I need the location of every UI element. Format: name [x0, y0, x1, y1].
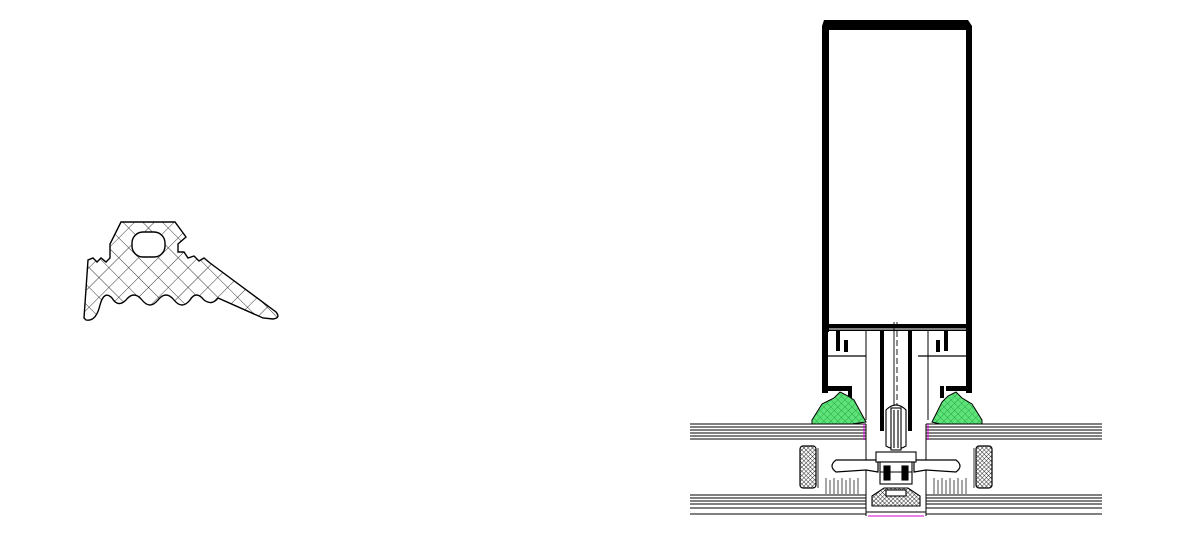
curtain-wall-mullion-section: [690, 20, 1102, 517]
gasket-profile: [83, 221, 279, 321]
glazing-left: [690, 423, 866, 515]
pressure-clip-arm: [831, 459, 879, 473]
gasket-hollow-core: [131, 231, 166, 258]
left-spacer-bar: [799, 445, 817, 489]
right-green-gasket: [931, 391, 983, 425]
gasket-outline: [83, 221, 279, 321]
mullion-lower-chambers: [822, 322, 972, 431]
right-spacer-bar: [975, 445, 993, 489]
glazing-right: [926, 423, 1102, 515]
left-green-gasket: [811, 391, 867, 425]
igu-edge-seal: [825, 478, 967, 494]
mullion-tube: [822, 20, 972, 332]
central-fixing: [866, 404, 926, 517]
